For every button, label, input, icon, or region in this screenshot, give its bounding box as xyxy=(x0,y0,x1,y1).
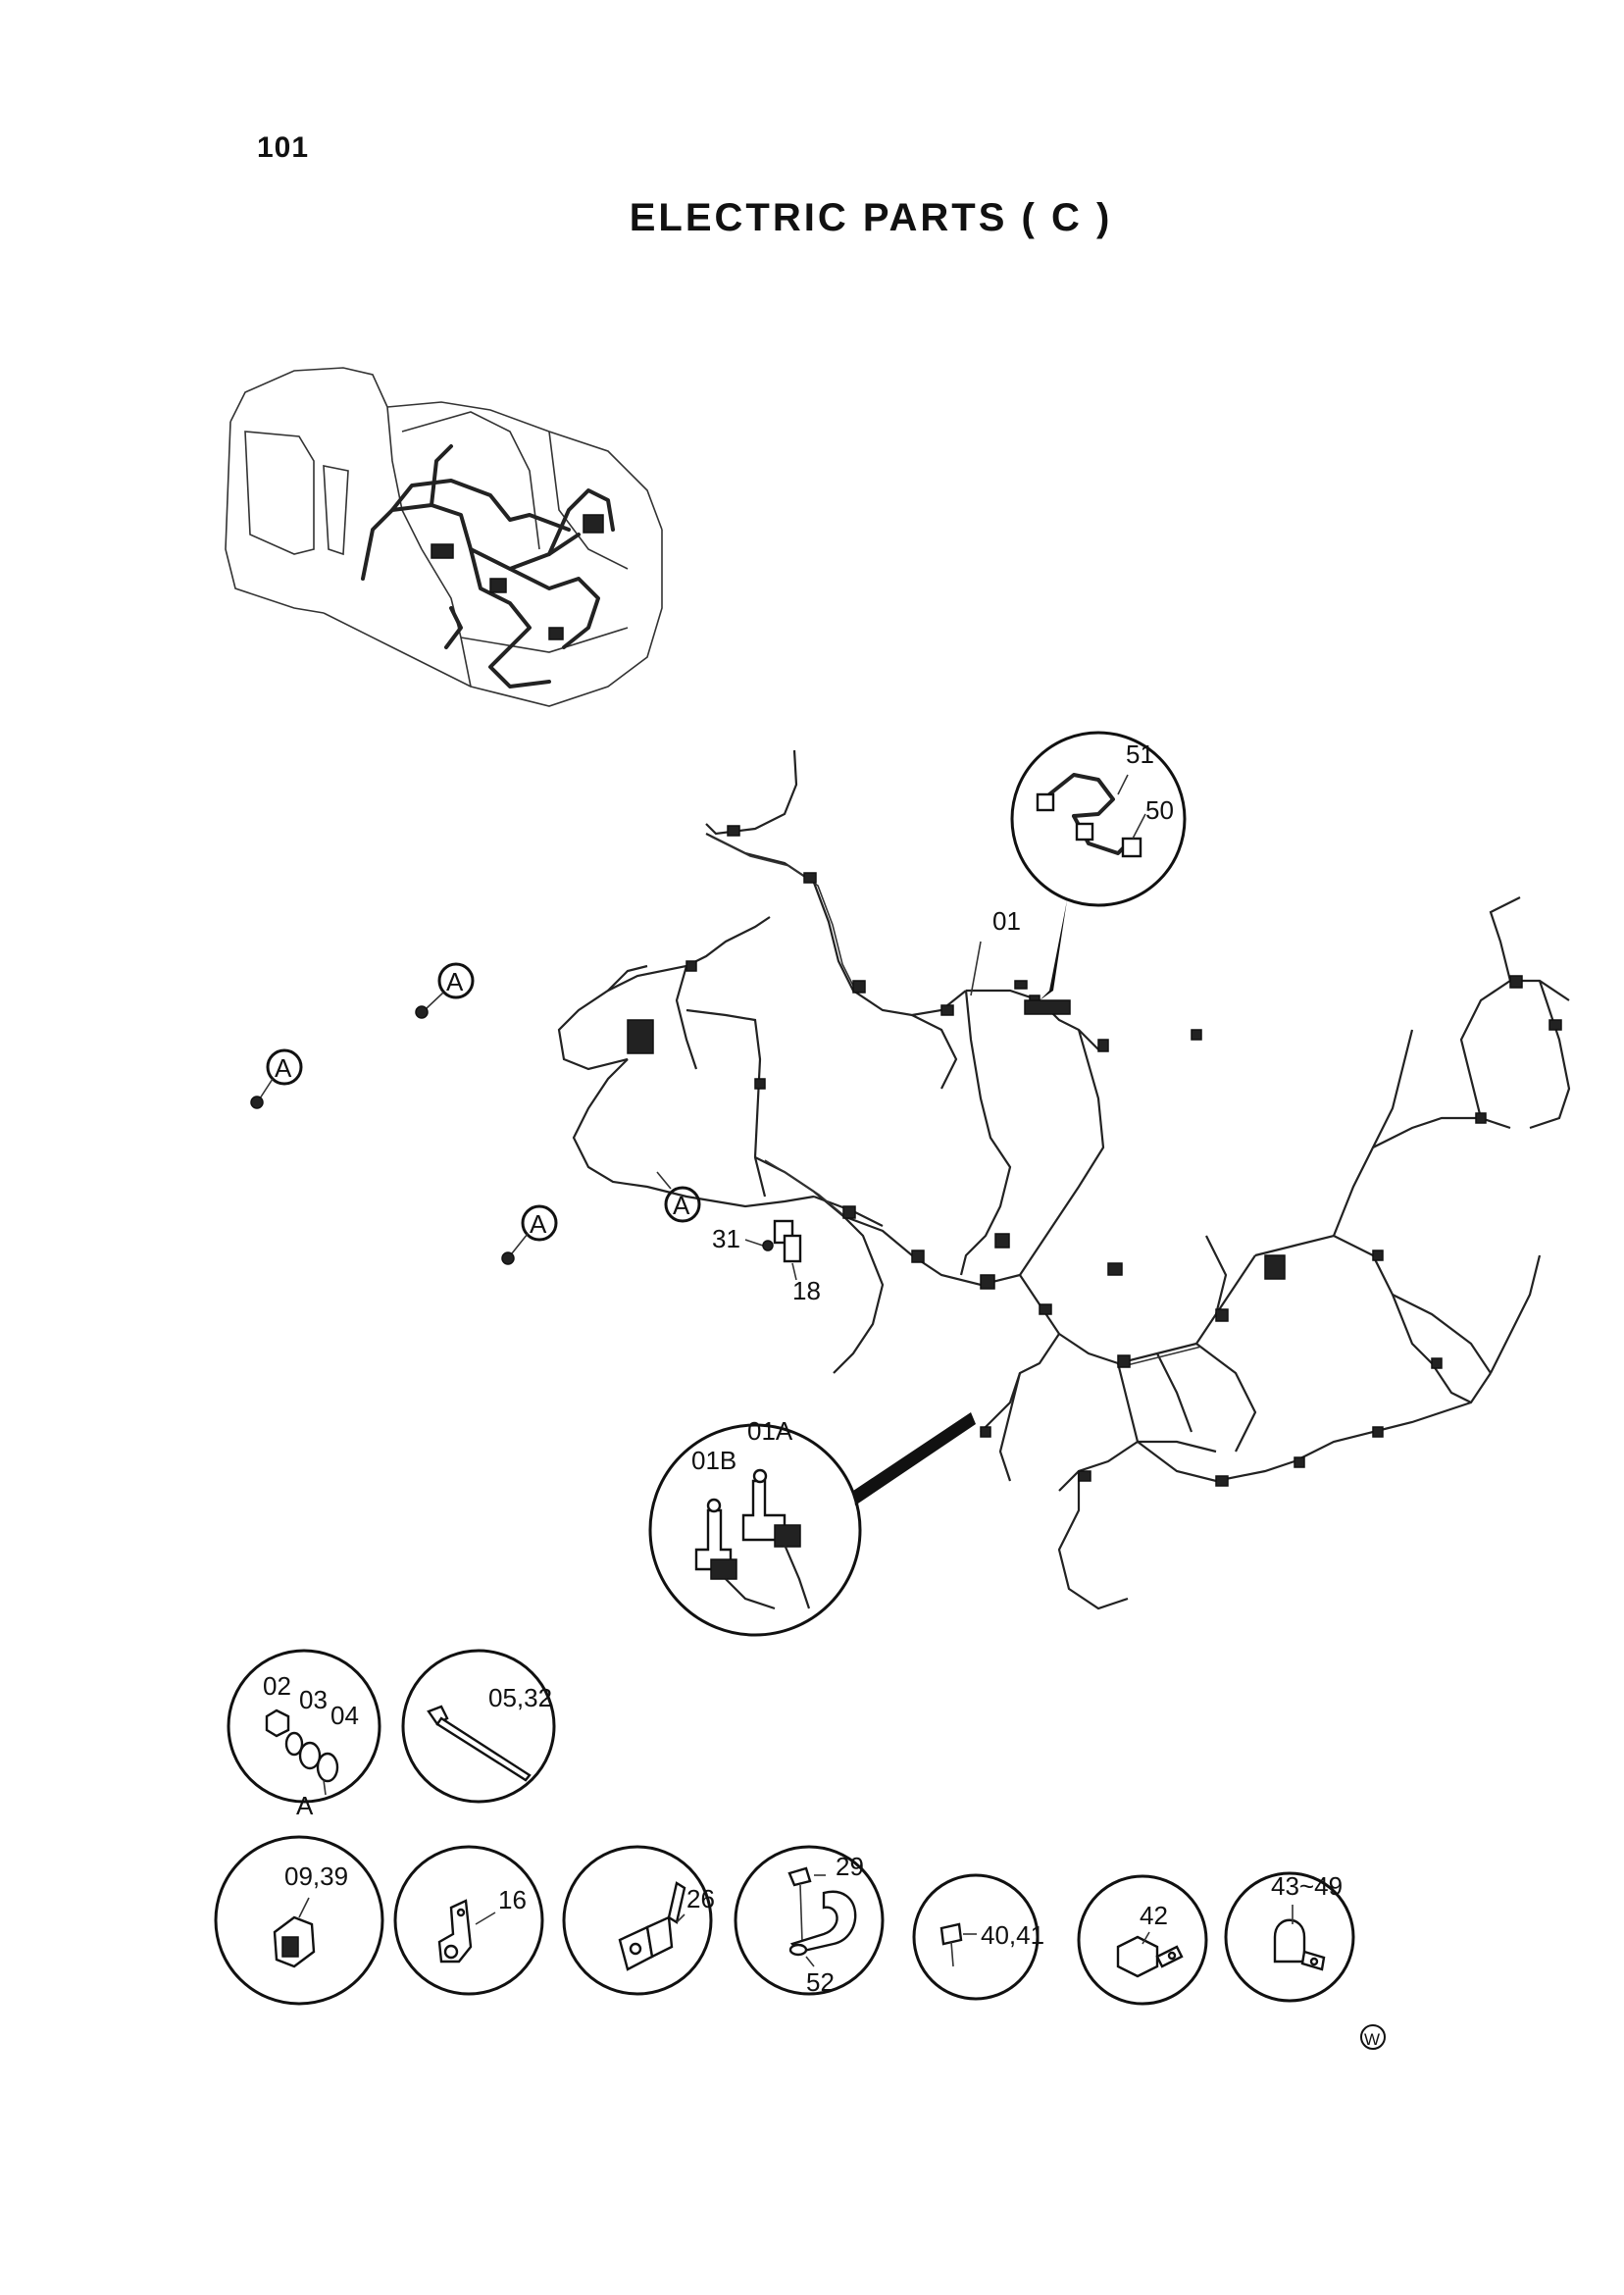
ref-a-nut-3: A xyxy=(501,1204,558,1265)
svg-text:29: 29 xyxy=(836,1852,864,1881)
svg-text:09,39: 09,39 xyxy=(284,1862,348,1891)
svg-text:A: A xyxy=(446,967,464,996)
page-title: ELECTRIC PARTS ( C ) xyxy=(629,196,1113,239)
detail-circle-09-39: 09,39 xyxy=(214,1835,384,2006)
detail-circle-02-03-04: 02 03 04 A xyxy=(227,1649,381,1820)
callout-18: 18 xyxy=(792,1276,821,1305)
ref-a-nut-2: A xyxy=(250,1048,303,1109)
svg-text:52: 52 xyxy=(806,1967,835,1997)
svg-text:42: 42 xyxy=(1140,1901,1168,1930)
detail-circle-29-52: 29 52 xyxy=(734,1845,885,1997)
svg-text:05,32: 05,32 xyxy=(488,1683,552,1712)
svg-text:A: A xyxy=(530,1209,547,1239)
svg-text:01B: 01B xyxy=(691,1446,736,1475)
svg-text:04: 04 xyxy=(330,1701,359,1730)
footer-mark: W xyxy=(1360,2024,1386,2050)
machine-overview-illustration xyxy=(225,367,663,707)
svg-text:A: A xyxy=(296,1791,314,1820)
detail-circle-05-32: 05,32 xyxy=(401,1649,556,1804)
svg-text:51: 51 xyxy=(1126,740,1154,769)
ref-a-nut-1: A xyxy=(415,962,475,1019)
detail-circle-01a-01b: 01A 01B xyxy=(648,1412,976,1637)
callout-31: 31 xyxy=(712,1224,740,1253)
main-callouts: 01 A A A A 31 xyxy=(250,906,1021,1305)
svg-text:W: W xyxy=(1364,2030,1380,2049)
svg-text:01A: 01A xyxy=(747,1416,793,1446)
detail-circle-16: 16 xyxy=(393,1845,544,1996)
ref-a-nut-4: A xyxy=(656,1171,701,1223)
svg-text:26: 26 xyxy=(686,1884,715,1913)
svg-text:02: 02 xyxy=(263,1671,291,1701)
svg-text:A: A xyxy=(673,1191,690,1220)
detail-circle-51-50: 51 50 xyxy=(1010,731,1187,1000)
detail-circle-43-49: 43~49 xyxy=(1224,1871,1355,2003)
main-wiring-harness xyxy=(557,749,1571,1610)
page-number: 101 xyxy=(257,131,310,164)
detail-circle-26: 26 xyxy=(562,1845,715,1996)
svg-text:16: 16 xyxy=(498,1885,527,1914)
svg-text:43~49: 43~49 xyxy=(1271,1871,1343,1901)
detail-circle-42: 42 xyxy=(1077,1874,1208,2006)
detail-circle-40-41: 40,41 xyxy=(912,1873,1044,2001)
callout-harness-label: 01 xyxy=(992,906,1021,936)
svg-text:03: 03 xyxy=(299,1685,328,1714)
svg-text:40,41: 40,41 xyxy=(981,1920,1044,1950)
svg-text:50: 50 xyxy=(1145,795,1174,825)
svg-text:A: A xyxy=(275,1053,292,1083)
